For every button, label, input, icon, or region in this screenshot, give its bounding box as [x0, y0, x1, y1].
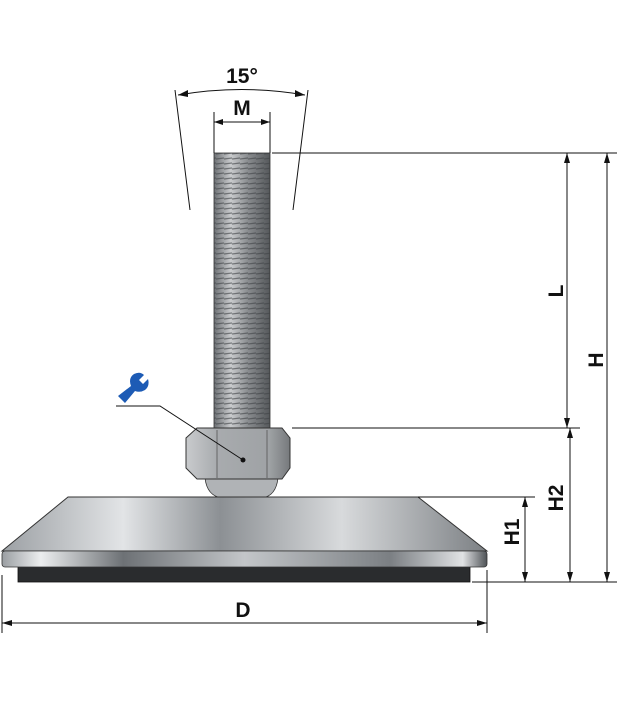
length-label: L — [545, 284, 568, 297]
dimension-lines — [2, 89, 608, 624]
rubber-pad — [17, 565, 471, 583]
height1-label: H1 — [501, 518, 524, 545]
ball-joint — [204, 477, 279, 499]
height2-label: H2 — [545, 485, 568, 512]
height-label: H — [585, 352, 608, 367]
leader-dot — [240, 457, 246, 463]
angle-label: 15° — [226, 65, 258, 88]
hex-nut — [185, 427, 291, 480]
threaded-stud — [213, 152, 271, 432]
diameter-label: D — [235, 599, 250, 622]
base-plate — [0, 496, 489, 583]
thread-label: M — [233, 97, 251, 120]
wrench-icon — [118, 372, 149, 403]
arrowheads — [2, 90, 610, 626]
wrench-leader-line — [116, 405, 244, 461]
